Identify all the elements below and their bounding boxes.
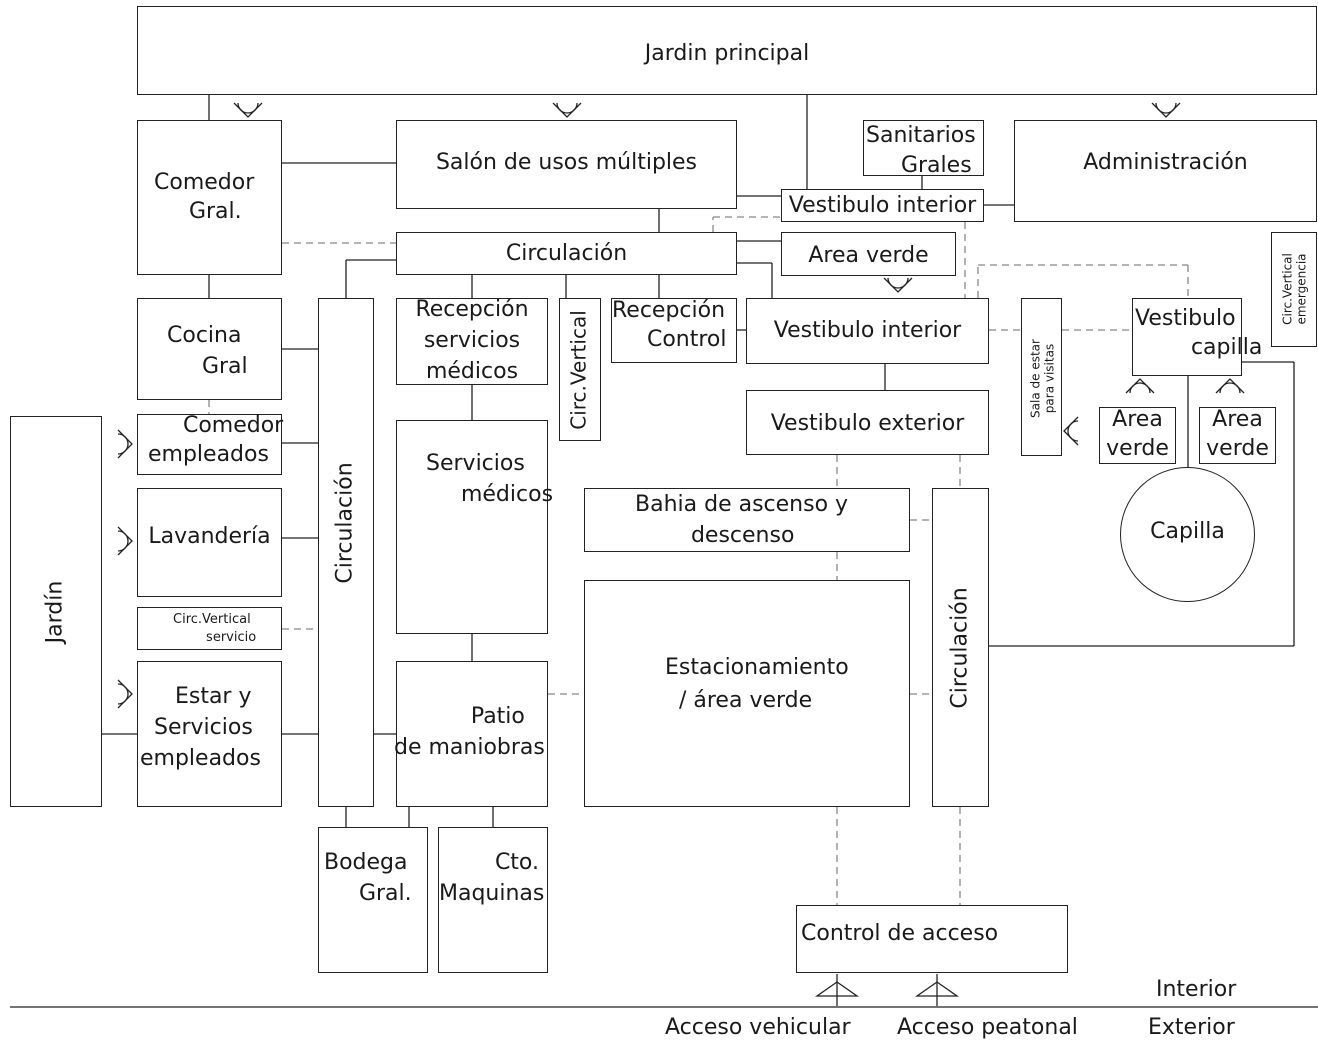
sanitarios-label: Sanitarios Grales — [866, 123, 976, 178]
recepcion-servicios-label: Recepción servicios médicos — [415, 297, 529, 384]
lavanderia-box: Lavandería — [137, 488, 282, 597]
comedor-gral-box: Comedor Gral. — [137, 120, 282, 275]
estar-servicios-label: Estar y Servicios empleados — [140, 684, 261, 771]
jardin-principal-label: Jardin principal — [644, 41, 810, 66]
comedor-empleados-label: Comedor empleados — [148, 413, 284, 467]
administracion-label: Administración — [1083, 150, 1248, 175]
circ-vertical-emergencia-label: Circ.Vertical emergencia — [1280, 253, 1309, 325]
area-verde-left-box: Area verde — [1099, 407, 1176, 464]
interior-label: Interior — [1156, 977, 1237, 1002]
circ-vertical-servicio-box: Circ.Vertical servicio — [137, 607, 282, 650]
area-verde-top-label: Area verde — [808, 243, 929, 268]
cto-maquinas-box: Cto. Maquinas — [438, 827, 548, 973]
circulacion-right-label: Circulación — [947, 587, 973, 709]
control-acceso-box: Control de acceso — [796, 905, 1068, 973]
recepcion-control-box: Recepción Control — [611, 298, 737, 363]
circulacion-left-label: Circulación — [332, 462, 358, 584]
sanitarios-box: Sanitarios Grales — [863, 120, 984, 178]
cto-maquinas-label: Cto. Maquinas — [439, 850, 545, 906]
bahia-box: Bahia de ascenso y descenso — [584, 488, 910, 552]
acceso-peatonal-label: Acceso peatonal — [897, 1015, 1078, 1040]
cocina-gral-label: Cocina Gral — [167, 323, 248, 379]
servicios-medicos-box: Servicios médicos — [396, 420, 553, 634]
patio-maniobras-label: Patio de maniobras — [394, 704, 545, 760]
vestibulo-interior-top-box: Vestibulo interior — [781, 189, 984, 222]
area-verde-right-box: Area verde — [1199, 407, 1276, 464]
vestibulo-exterior-box: Vestibulo exterior — [746, 390, 989, 455]
area-verde-top-box: Area verde — [781, 232, 956, 276]
jardin-label: Jardín — [42, 580, 68, 644]
vestibulo-interior-mid-label: Vestibulo interior — [773, 318, 962, 343]
circ-vertical-emergencia-box: Circ.Vertical emergencia — [1271, 232, 1317, 347]
salon-usos-label: Salón de usos múltiples — [435, 150, 698, 175]
circ-vertical-label: Circ.Vertical — [566, 310, 591, 430]
circulacion-horizontal-box: Circulación — [396, 232, 737, 275]
circ-vertical-box: Circ.Vertical — [559, 298, 601, 441]
circulacion-left-box: Circulación — [318, 298, 374, 807]
jardin-box: Jardín — [10, 416, 102, 807]
vestibulo-exterior-label: Vestibulo exterior — [770, 411, 965, 436]
area-verde-right-label: Area verde — [1206, 407, 1269, 461]
estar-servicios-box: Estar y Servicios empleados — [137, 661, 282, 807]
vestibulo-interior-mid-box: Vestibulo interior — [746, 298, 989, 364]
area-verde-left-label: Area verde — [1106, 407, 1169, 461]
salon-usos-box: Salón de usos múltiples — [396, 120, 737, 209]
patio-maniobras-box: Patio de maniobras — [394, 661, 548, 807]
recepcion-control-label: Recepción Control — [612, 298, 727, 352]
recepcion-servicios-box: Recepción servicios médicos — [396, 297, 548, 385]
bodega-box: Bodega Gral. — [318, 827, 428, 973]
comedor-gral-label: Comedor Gral. — [154, 170, 255, 224]
circ-vertical-servicio-label: Circ.Vertical servicio — [173, 612, 257, 645]
vestibulo-capilla-box: Vestibulo capilla — [1132, 298, 1262, 376]
estacionamiento-label: Estacionamiento / área verde — [665, 655, 849, 713]
servicios-medicos-label: Servicios médicos — [426, 451, 554, 507]
exterior-label: Exterior — [1148, 1015, 1235, 1040]
jardin-principal-box: Jardin principal — [137, 6, 1317, 95]
sala-estar-visitas-box: Sala de estar para visitas — [1021, 298, 1062, 456]
capilla-circle: Capilla — [1120, 467, 1255, 602]
administracion-box: Administración — [1014, 120, 1317, 222]
circulacion-right-box: Circulación — [932, 488, 989, 807]
estacionamiento-box: Estacionamiento / área verde — [584, 580, 910, 807]
vestibulo-capilla-label: Vestibulo capilla — [1135, 306, 1263, 360]
bodega-label: Bodega Gral. — [324, 850, 412, 906]
capilla-label: Capilla — [1150, 519, 1225, 544]
acceso-vehicular-label: Acceso vehicular — [665, 1015, 851, 1040]
vestibulo-interior-top-label: Vestibulo interior — [788, 193, 977, 218]
comedor-empleados-box: Comedor empleados — [137, 413, 284, 475]
sala-estar-visitas-label: Sala de estar para visitas — [1028, 339, 1057, 418]
cocina-gral-box: Cocina Gral — [137, 298, 282, 400]
circulacion-horizontal-label: Circulación — [505, 241, 628, 266]
bahia-label: Bahia de ascenso y descenso — [635, 492, 849, 548]
lavanderia-label: Lavandería — [148, 524, 271, 549]
control-acceso-label: Control de acceso — [801, 921, 999, 946]
